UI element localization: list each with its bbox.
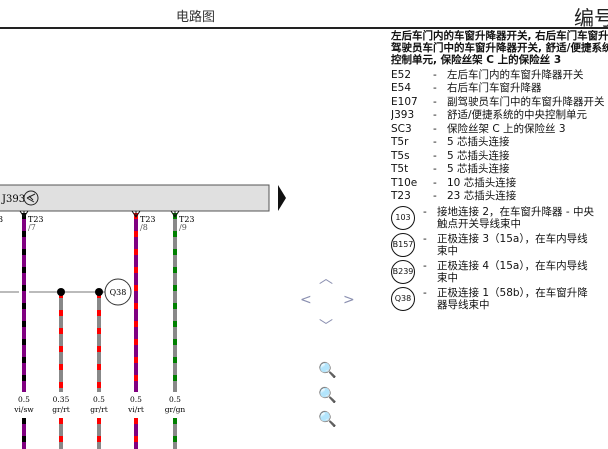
legend-code: T23: [391, 190, 411, 203]
junction-dot: [95, 288, 103, 296]
legend-heading: 左后车门内的车窗升降器开关, 右后车门车窗升降器, 副驾驶员车门中的车窗升降器开…: [391, 30, 608, 66]
header: 电路图 编号: [0, 0, 608, 30]
zoom-fit-icon[interactable]: 🔍: [318, 361, 337, 379]
pin-label: T23: [28, 215, 44, 224]
legend-code: T5t: [391, 163, 409, 176]
legend-item: E52 -左后车门内的车窗升降器开关: [391, 68, 608, 82]
pin-label: T23: [140, 215, 156, 224]
pin-number: /8: [140, 223, 148, 232]
wire-color: gr/gn: [165, 405, 186, 414]
wire-gauge: 0.35: [53, 395, 70, 404]
connector-arrow-icon: [131, 210, 141, 218]
legend-dash: -: [423, 260, 427, 272]
wire-gauge: 0.5: [18, 395, 30, 404]
wire-gauge: 0.5: [130, 395, 142, 404]
pin-number: /7: [28, 223, 36, 232]
number-label: 编号: [574, 6, 608, 30]
junction-label: Q38: [110, 288, 127, 297]
legend-code: SC3: [391, 122, 412, 135]
legend-dash: -: [433, 190, 437, 203]
wire-color: gr/rt: [90, 405, 108, 414]
legend-item: T5s -5 芯插头连接: [391, 149, 608, 163]
legend-dash: -: [423, 287, 427, 299]
legend-circle-code: B157: [391, 233, 415, 257]
pan-down-icon[interactable]: ﹀: [319, 319, 333, 335]
legend-text: 正极连接 1（58b），在车窗升降器导线束中: [437, 287, 588, 311]
pan-up-icon[interactable]: ︿: [319, 271, 333, 287]
legend-dash: -: [433, 68, 437, 81]
zoom-out-icon[interactable]: 🔍: [318, 410, 337, 428]
legend-text: 舒适/便捷系统的中央控制单元: [447, 109, 588, 122]
wire-gauge: 0.5: [93, 395, 105, 404]
legend-dash: -: [433, 163, 437, 176]
connector-arrow-icon: [19, 210, 29, 218]
legend-item: J393 -舒适/便捷系统的中央控制单元: [391, 109, 608, 123]
wire-color: vi/rt: [127, 405, 144, 414]
continue-arrow-icon[interactable]: [278, 185, 286, 211]
legend-text: 5 芯插头连接: [447, 149, 510, 162]
legend-text: 接地连接 2，在车窗升降器 - 中央触点开关导线束中: [437, 206, 594, 230]
ground-symbol-icon: [23, 190, 39, 206]
legend-text: 右后车门车窗升降器: [447, 82, 542, 95]
connector-arrow-icon: [170, 210, 180, 218]
legend-dash: -: [433, 149, 437, 162]
legend-dash: -: [433, 95, 437, 108]
pin-fragment: 3: [0, 215, 3, 224]
zoom-in-icon[interactable]: 🔍: [318, 386, 337, 404]
legend-item: E107 -副驾驶员车门中的车窗升降器开关: [391, 95, 608, 109]
legend-circle-item: 103-接地连接 2，在车窗升降器 - 中央触点开关导线束中: [391, 206, 608, 230]
legend-dash: -: [433, 82, 437, 95]
ground-symbol-icon-glyph: [26, 193, 36, 203]
legend-text: 10 芯插头连接: [447, 176, 517, 189]
legend-text: 5 芯插头连接: [447, 163, 510, 176]
legend-item: E54 -右后车门车窗升降器: [391, 82, 608, 96]
pan-left-icon[interactable]: <: [300, 292, 312, 308]
junction-q38[interactable]: [104, 278, 132, 306]
legend-code: T5r: [391, 136, 409, 149]
legend-item: T10e -10 芯插头连接: [391, 176, 608, 190]
legend-dash: -: [423, 233, 427, 245]
legend-circle-item: Q38-正极连接 1（58b），在车窗升降器导线束中: [391, 287, 608, 311]
legend-circle-item: B157-正极连接 3（15a），在车内导线束中: [391, 233, 608, 257]
legend-dash: -: [433, 122, 437, 135]
pin-label: T23: [179, 215, 195, 224]
wire-color: gr/rt: [52, 405, 70, 414]
page-title: 电路图: [176, 10, 216, 25]
wire-color: vi/sw: [13, 405, 34, 414]
legend-text: 保险丝架 C 上的保险丝 3: [447, 122, 566, 135]
legend-code: T5s: [391, 149, 410, 162]
pin-number: /9: [179, 223, 187, 232]
legend-item: T5t -5 芯插头连接: [391, 163, 608, 177]
wire-gauge: 0.5: [169, 395, 181, 404]
legend-text: 23 芯插头连接: [447, 190, 517, 203]
legend-item: SC3 -保险丝架 C 上的保险丝 3: [391, 122, 608, 136]
legend-circle-code: Q38: [391, 287, 415, 311]
pan-right-icon[interactable]: >: [343, 292, 355, 308]
legend-text: 正极连接 3（15a），在车内导线束中: [437, 233, 588, 257]
legend-code: E54: [391, 82, 411, 95]
circuit-diagram[interactable]: J393 3 Q38 T23/70.5vi/sw0.35gr/rt0.5gr/r…: [0, 0, 380, 449]
legend-panel: 左后车门内的车窗升降器开关, 右后车门车窗升降器, 副驾驶员车门中的车窗升降器开…: [391, 30, 608, 311]
legend-item: T5r -5 芯插头连接: [391, 136, 608, 150]
legend-dash: -: [433, 136, 437, 149]
legend-code: E52: [391, 68, 411, 81]
component-label: J393: [1, 194, 25, 205]
component-bar-j393[interactable]: [0, 184, 270, 212]
legend-text: 左后车门内的车窗升降器开关: [447, 68, 584, 81]
legend-circle-code: B239: [391, 260, 415, 284]
legend-circle-item: B239-正极连接 4（15a），在车内导线束中: [391, 260, 608, 284]
legend-code: J393: [391, 109, 415, 122]
legend-dash: -: [433, 109, 437, 122]
legend-dash: -: [433, 176, 437, 189]
legend-text: 副驾驶员车门中的车窗升降器开关: [447, 95, 605, 108]
legend-item: T23 -23 芯插头连接: [391, 190, 608, 204]
legend-text: 5 芯插头连接: [447, 136, 510, 149]
legend-dash: -: [423, 206, 427, 218]
legend-code: E107: [391, 95, 418, 108]
junction-dot: [57, 288, 65, 296]
legend-circle-code: 103: [391, 206, 415, 230]
legend-text: 正极连接 4（15a），在车内导线束中: [437, 260, 588, 284]
legend-code: T10e: [391, 176, 418, 189]
